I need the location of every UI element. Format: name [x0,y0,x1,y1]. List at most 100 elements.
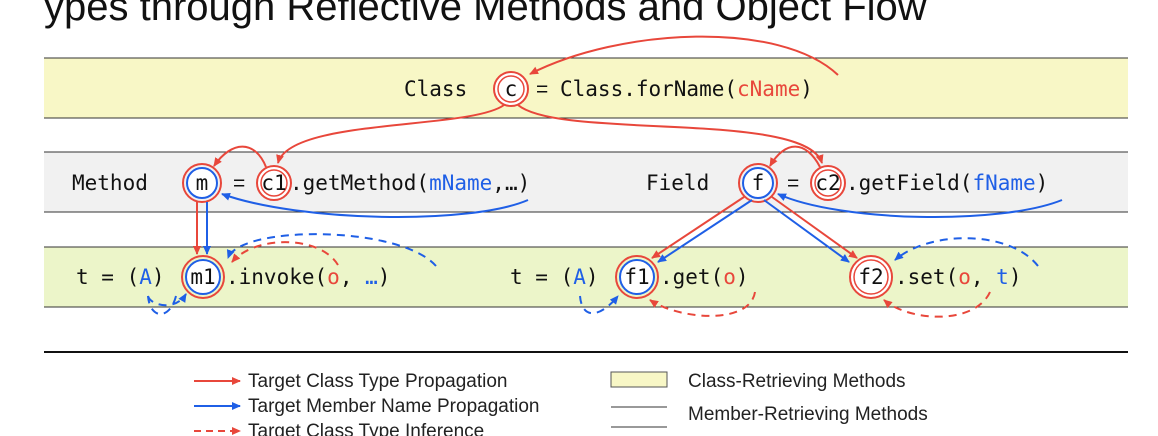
arrow-f-to-f2-red [771,196,858,259]
get-prefix: t = ( [510,265,573,289]
flow-arrows [193,35,1063,263]
dashed-invoke-blue-loop [227,233,437,267]
svg-text:.invoke(o, …): .invoke(o, …) [226,265,390,289]
node-c2-inner [814,169,842,197]
node-c-inner [497,75,525,103]
arrow-f-to-f1-red [651,196,745,259]
row1-equals: = [536,78,548,101]
node-f1-blue-ring [619,259,655,295]
get-close: ) [736,265,749,289]
node-c1-label: c1 [261,171,286,195]
set-sep: , [971,265,996,289]
method-type-keyword: Method [72,171,148,195]
legend-label-member-name-propagation: Target Member Name Propagation [248,396,539,417]
node-c1-outer [256,165,292,201]
legend: Target Class Type Propagation Target Mem… [194,371,928,436]
node-m-red-ring [182,163,222,203]
arrow-fname-to-f [777,193,1063,219]
dashed-get-red-loop [649,291,756,317]
row2-left-equals: = [233,172,245,195]
node-f2-inner [853,259,889,295]
set-arg-t: t [996,265,1009,289]
legend-label-class-type-propagation: Target Class Type Propagation [248,371,507,392]
svg-text:.set(o, t): .set(o, t) [895,265,1021,289]
node-f-blue-ring [742,167,774,199]
class-retrieving-band [44,58,1128,118]
get-arg-o: o [723,265,736,289]
forname-close: ) [800,77,813,101]
arrow-c-to-c1 [276,104,505,164]
arrow-c1-to-m [213,145,267,168]
invoke-sep: , [340,265,365,289]
legend-yellow-swatch [610,371,668,388]
getfield-close: ) [1036,171,1049,195]
set-arg-o: o [958,265,971,289]
getmethod-rest: ,…) [492,171,530,195]
dashed-invoke-cast-back [147,295,177,315]
legend-label-class-type-inference: Target Class Type Inference [248,421,484,436]
header-title-fragment: ypes through Reflective Methods and Obje… [44,0,927,29]
arrow-cname-to-c [529,35,839,76]
svg-text:Field: Field [646,171,709,195]
node-f2-label: f2 [858,265,883,289]
node-m1-label: m1 [190,265,215,289]
get-cast-type: A [573,265,586,289]
node-f1-label: f1 [624,265,649,289]
member-retrieving-band [44,152,1128,212]
set-call: .set( [895,265,958,289]
invoke-cast-type: A [139,265,152,289]
svg-text:Class.forName(cName): Class.forName(cName) [560,77,813,101]
get-call: .get( [660,265,723,289]
field-type-keyword: Field [646,171,709,195]
node-m-blue-ring [186,167,218,199]
row2-right-equals: = [787,172,799,195]
class-type-keyword: Class [404,77,467,101]
node-m1-blue-ring [185,259,221,295]
arrow-f-to-f1-blue [657,199,753,263]
node-c-label: c [505,77,518,101]
get-cast-close: ) [586,265,599,289]
svg-text:t = (A): t = (A) [510,265,599,289]
node-f-red-ring [738,163,778,203]
svg-text:.getMethod(mName,…): .getMethod(mName,…) [290,171,530,195]
svg-text:.get(o): .get(o) [660,265,749,289]
dashed-set-blue-loop [894,237,1039,267]
invoke-prefix: t = ( [76,265,139,289]
node-m-label: m [196,171,209,195]
fname-arg: fName [972,171,1035,195]
invoke-arg-rest: … [365,265,378,289]
mname-arg: mName [429,171,492,195]
inference-arrows [147,233,1039,318]
invoke-arg-o: o [327,265,340,289]
arrow-c-to-c2 [517,104,824,164]
svg-text:Method: Method [72,171,148,195]
node-f2-outer [849,255,893,299]
node-f-label: f [752,171,765,195]
set-close: ) [1009,265,1022,289]
dashed-set-red-loop [883,291,991,318]
getmethod-call: .getMethod( [290,171,429,195]
node-c2-outer [810,165,846,201]
dashed-get-cast [579,295,619,315]
dashed-invoke-red-loop [231,241,339,266]
arrow-mname-to-m [221,192,529,219]
svg-text:t = (A): t = (A) [76,265,165,289]
invoke-cast-close: ) [152,265,165,289]
dashed-invoke-to-cast [147,293,187,307]
node-m1-red-ring [181,255,225,299]
svg-text:.getField(fName): .getField(fName) [846,171,1048,195]
node-c1-inner [260,169,288,197]
legend-label-member-retrieving: Member-Retrieving Methods [688,404,928,425]
node-c2-label: c2 [815,171,840,195]
invoke-close: ) [378,265,391,289]
cname-arg: cName [737,77,800,101]
arrow-c2-to-f [769,145,821,168]
invoke-call: .invoke( [226,265,327,289]
getfield-call: .getField( [846,171,972,195]
legend-label-class-retrieving: Class-Retrieving Methods [688,371,906,392]
svg-text:Class: Class [404,77,467,101]
forname-call: Class.forName( [560,77,737,101]
node-f1-red-ring [615,255,659,299]
arrow-f-to-f2-blue [763,199,850,263]
